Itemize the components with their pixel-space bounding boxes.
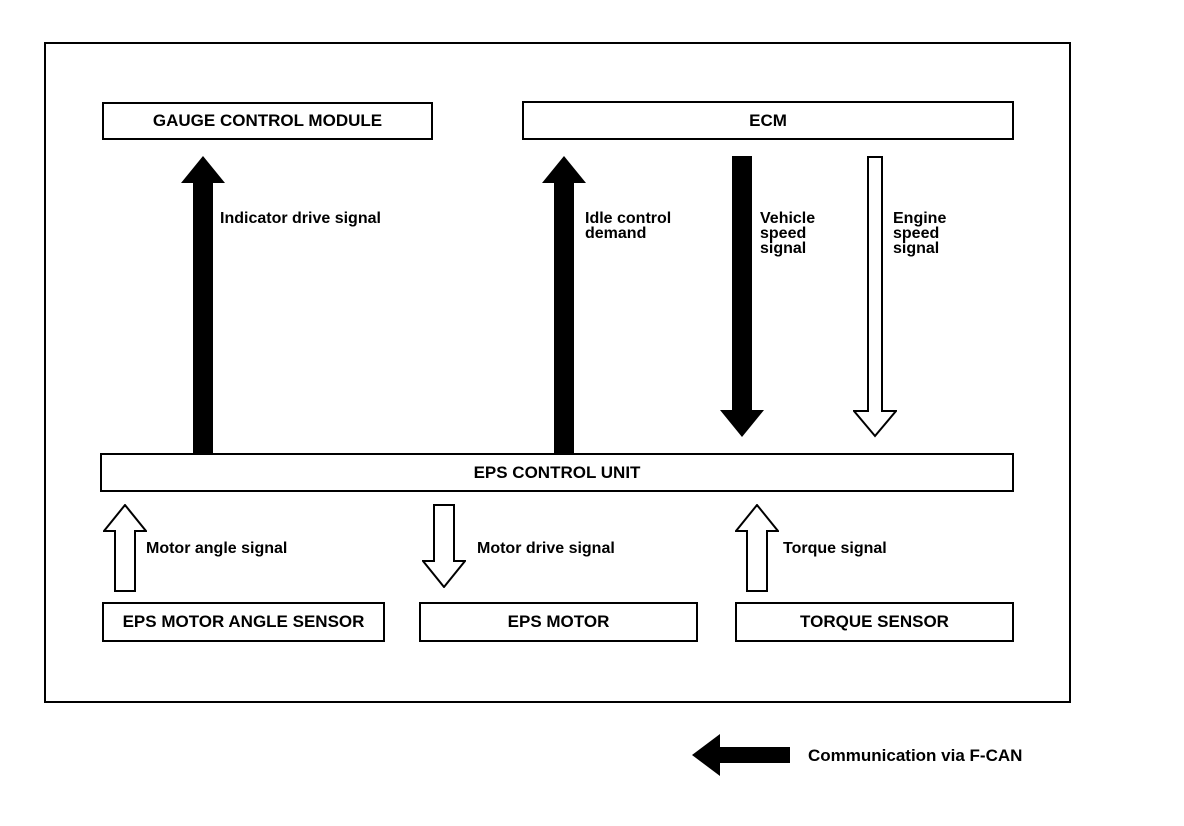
arrow-torque-signal-up-icon: [735, 504, 779, 592]
label-vehicle-speed-signal: Vehicle speed signal: [760, 210, 816, 257]
arrow-motor-drive-signal-down-icon: [422, 504, 466, 588]
box-ecm: ECM: [522, 101, 1014, 140]
box-torque-sensor: TORQUE SENSOR: [735, 602, 1014, 642]
arrow-engine-speed-signal-down-icon: [853, 156, 897, 438]
diagram-frame: [44, 42, 1071, 703]
label-motor-angle-signal: Motor angle signal: [146, 540, 288, 557]
box-gauge-control-module: GAUGE CONTROL MODULE: [102, 102, 433, 140]
legend-label: Communication via F-CAN: [808, 746, 1023, 765]
arrow-motor-angle-signal-up-icon: [103, 504, 147, 592]
label-idle-control-demand: Idle control demand: [585, 210, 672, 242]
label-engine-speed-signal: Engine speed signal: [893, 210, 947, 257]
arrow-idle-control-demand-up-icon: [542, 156, 586, 454]
box-eps-motor-angle-sensor: EPS MOTOR ANGLE SENSOR: [102, 602, 385, 642]
arrow-indicator-drive-signal-up-icon: [181, 156, 225, 454]
label-indicator-drive-signal: Indicator drive signal: [220, 210, 381, 227]
label-torque-signal: Torque signal: [783, 540, 887, 557]
box-eps-control-unit: EPS CONTROL UNIT: [100, 453, 1014, 492]
arrow-vehicle-speed-signal-down-icon: [720, 156, 764, 437]
label-motor-drive-signal: Motor drive signal: [477, 540, 615, 557]
box-eps-motor: EPS MOTOR: [419, 602, 698, 642]
legend-left-arrow-icon: [692, 734, 790, 776]
